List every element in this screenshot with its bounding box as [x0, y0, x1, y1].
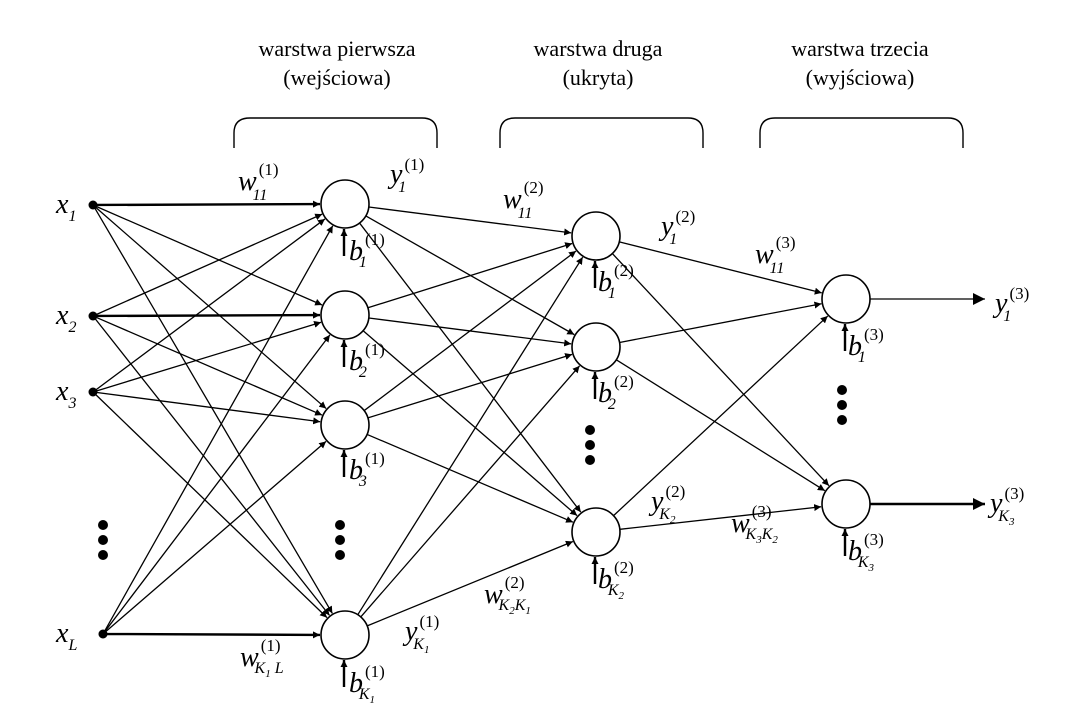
- ellipsis-layer-3: [837, 385, 847, 425]
- l1-l2-edge-0-2: [359, 222, 582, 513]
- input-l1-edge-2-0: [95, 218, 326, 391]
- input-label-x1: x1: [55, 189, 76, 225]
- input-l1-edge-1-0: [96, 213, 323, 315]
- bias-b1-3: b(3)1: [848, 325, 884, 366]
- input-l1-edge-1-3: [94, 318, 331, 616]
- bias-bK3-3: b(3)K3: [848, 530, 884, 574]
- bias-b1-1: b(1)1: [349, 230, 385, 271]
- neuron-2-K2: [571, 507, 621, 557]
- l1-l2-edge-1-2: [362, 330, 578, 517]
- label-y1-1: y(1)1: [387, 155, 424, 196]
- input-l1-edge-2-2: [96, 391, 321, 425]
- layer-header-1: warstwa pierwsza (wejściowa): [259, 36, 416, 90]
- label-y1-3: y(3)1: [992, 284, 1029, 325]
- ellipsis-inputs: [98, 520, 108, 560]
- label-yK3-3: y(3)K3: [987, 484, 1024, 528]
- label-w11-3: w(3)11: [755, 233, 796, 277]
- label-w11-2: w(2)11: [503, 178, 544, 222]
- l1-l2-edge-3-2: [366, 540, 574, 627]
- input-dots: [88, 200, 108, 639]
- input-dot-x3: [88, 387, 98, 397]
- l2-l3-edge-0-0: [619, 241, 822, 295]
- input-dot-x1: [88, 200, 98, 210]
- l2-l3-edge-2-0: [613, 315, 829, 517]
- input-dot-x2: [88, 311, 98, 321]
- layer-2-subtitle: (ukryta): [563, 65, 634, 90]
- input-l1-edge-0-3: [94, 208, 333, 614]
- layer-2-brace: [499, 117, 704, 148]
- input-label-x2: x2: [55, 300, 76, 336]
- neuron-3-1: [821, 274, 871, 324]
- label-wK3K2-3: w(3)K3K2: [731, 502, 778, 546]
- input-label-xL: xL: [55, 618, 77, 654]
- layer-header-3: warstwa trzecia (wyjściowa): [791, 36, 929, 90]
- layer-3-neurons: [821, 274, 871, 529]
- l1-l2-edge-1-0: [367, 242, 573, 309]
- l2-l3-edge-1-0: [619, 301, 822, 344]
- label-yK2-2: y(2)K2: [648, 482, 685, 526]
- bias-bK2-2: b(2)K2: [598, 558, 634, 602]
- input-l1-edge-2-3: [95, 394, 328, 619]
- neuron-2-2: [571, 322, 621, 372]
- l2-l3-edge-2-1: [619, 504, 822, 530]
- bias-b2-1: b(1)2: [349, 340, 385, 381]
- ellipsis-layer-2: [585, 425, 595, 465]
- neuron-2-1: [571, 211, 621, 261]
- label-wK1L-1: w(1)K1 L: [240, 636, 284, 680]
- input-l1-edge-3-2: [105, 440, 327, 632]
- layer-1-neurons: [320, 179, 370, 660]
- input-l1-edge-3-3: [106, 631, 321, 639]
- neuron-1-1: [320, 179, 370, 229]
- input-label-x3: x3: [55, 376, 76, 412]
- input-l1-edge-1-2: [96, 316, 323, 416]
- l1-l2-edge-3-0: [357, 256, 584, 616]
- bias-b1-2: b(2)1: [598, 261, 634, 302]
- connections: [94, 200, 985, 687]
- l1-l2-edge-0-0: [368, 206, 572, 236]
- layer-2-title: warstwa druga: [534, 36, 663, 61]
- layer-2-neurons: [571, 211, 621, 557]
- l2-l3-edge-0-1: [611, 253, 830, 487]
- label-y1-2: y(2)1: [658, 207, 695, 248]
- neuron-1-2: [320, 290, 370, 340]
- layer-1-brace: [233, 117, 438, 148]
- input-l1-edge-3-0: [104, 225, 334, 631]
- l1-l2-edge-2-1: [367, 353, 573, 419]
- input-l1-edge-0-0: [96, 200, 321, 208]
- ellipsis-layer-1: [335, 520, 345, 560]
- label-w11-1: w(1)11: [238, 160, 279, 204]
- bias-b2-2: b(2)2: [598, 372, 634, 413]
- neuron-3-K3: [821, 479, 871, 529]
- input-l1-edge-0-2: [95, 207, 327, 410]
- layer-3-brace: [759, 117, 964, 148]
- input-l1-edge-2-1: [96, 321, 322, 392]
- layer-1-title: warstwa pierwsza: [259, 36, 416, 61]
- input-l1-edge-3-1: [104, 334, 331, 632]
- l1-l2-edge-2-2: [366, 433, 574, 523]
- l1-l2-edge-3-1: [360, 365, 581, 618]
- neuron-1-3: [320, 400, 370, 450]
- input-dot-xL: [98, 629, 108, 639]
- bias-bK1-1: b(1)K1: [349, 662, 385, 706]
- label-wK2K1-2: w(2)K2K1: [484, 573, 531, 617]
- layer-1-subtitle: (wejściowa): [283, 65, 391, 90]
- bias-b3-1: b(1)3: [349, 449, 385, 490]
- input-l1-edge-1-1: [96, 311, 321, 319]
- label-yK1-1: y(1)K1: [402, 612, 439, 656]
- layer-header-2: warstwa druga (ukryta): [534, 36, 663, 90]
- layer-3-subtitle: (wyjściowa): [806, 65, 915, 90]
- input-l1-edge-0-1: [96, 206, 323, 306]
- l1-l2-edge-2-0: [363, 250, 577, 412]
- neuron-1-K1: [320, 610, 370, 660]
- l2-l3-edge-1-1: [615, 359, 826, 492]
- layer-3-title: warstwa trzecia: [791, 36, 929, 61]
